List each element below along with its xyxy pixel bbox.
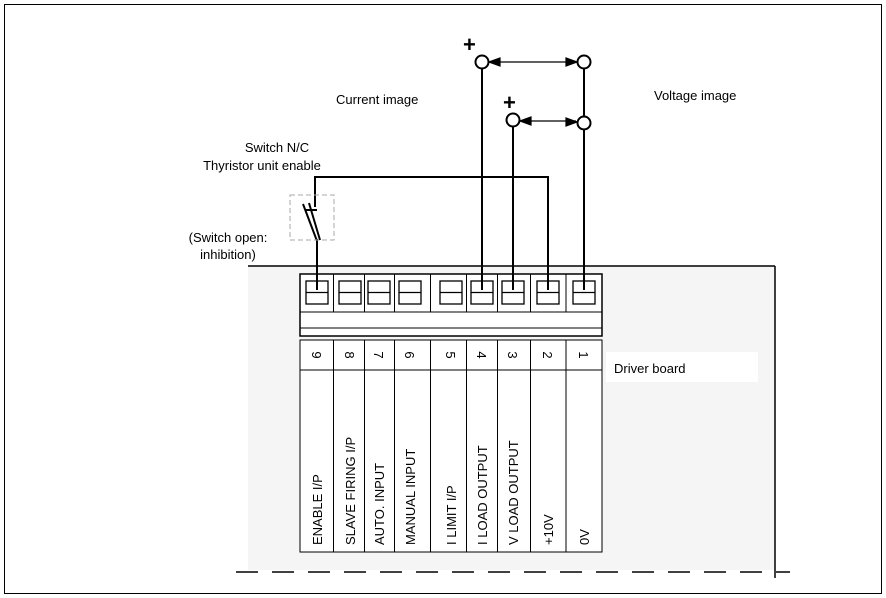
terminal-number-8: 8 <box>342 351 357 358</box>
terminal-function-3: V LOAD OUTPUT <box>506 440 521 545</box>
switch-title-line1: Switch N/C <box>245 140 309 155</box>
measurement-terminals <box>474 54 592 131</box>
driver-board-label-box <box>606 352 758 382</box>
voltage-image-terminal-bottom <box>576 115 592 131</box>
switch-title-line2: Thyristor unit enable <box>203 158 321 173</box>
terminal-function-7: AUTO. INPUT <box>372 463 387 545</box>
voltage-plus-sign: + <box>503 90 516 115</box>
terminal-function-4: I LOAD OUTPUT <box>475 445 490 545</box>
legend-outline <box>299 339 603 553</box>
voltage-arrow-left-head <box>518 116 532 126</box>
terminal-function-2: +10V <box>541 514 556 545</box>
switch-note-line1: (Switch open: <box>189 230 268 245</box>
terminal-number-4: 4 <box>474 351 489 358</box>
terminal-number-7: 7 <box>371 351 386 358</box>
current-arrow-right-head <box>565 57 579 67</box>
current-image-terminal-plus <box>474 54 490 70</box>
double-arrows <box>487 57 579 127</box>
terminal-function-5: I LIMIT I/P <box>444 485 459 545</box>
outer-frame <box>4 4 882 594</box>
voltage-image-terminal-top <box>576 54 592 70</box>
terminal-function-9: ENABLE I/P <box>310 474 325 545</box>
current-plus-sign: + <box>463 32 476 57</box>
voltage-arrow-right-head <box>565 117 579 127</box>
terminal-number-5: 5 <box>443 351 458 358</box>
terminal-number-2: 2 <box>540 351 555 358</box>
terminal-number-3: 3 <box>505 351 520 358</box>
voltage-image-label: Voltage image <box>654 88 736 103</box>
terminal-number-9: 9 <box>309 351 324 358</box>
terminal-function-6: MANUAL INPUT <box>403 449 418 545</box>
current-arrow-left-head <box>487 57 501 67</box>
switch-note-line2: inhibition) <box>200 247 256 262</box>
terminal-cells <box>305 274 596 312</box>
voltage-image-terminal-plus <box>505 112 521 128</box>
switch-blade <box>308 202 321 241</box>
terminal-function-1: 0V <box>577 529 592 545</box>
terminal-function-8: SLAVE FIRING I/P <box>343 437 358 545</box>
terminal-number-1: 1 <box>576 351 591 358</box>
driver-board-label: Driver board <box>614 361 686 376</box>
current-image-label: Current image <box>336 92 418 107</box>
terminal-number-6: 6 <box>402 351 417 358</box>
switch-dashed-box <box>289 194 335 241</box>
